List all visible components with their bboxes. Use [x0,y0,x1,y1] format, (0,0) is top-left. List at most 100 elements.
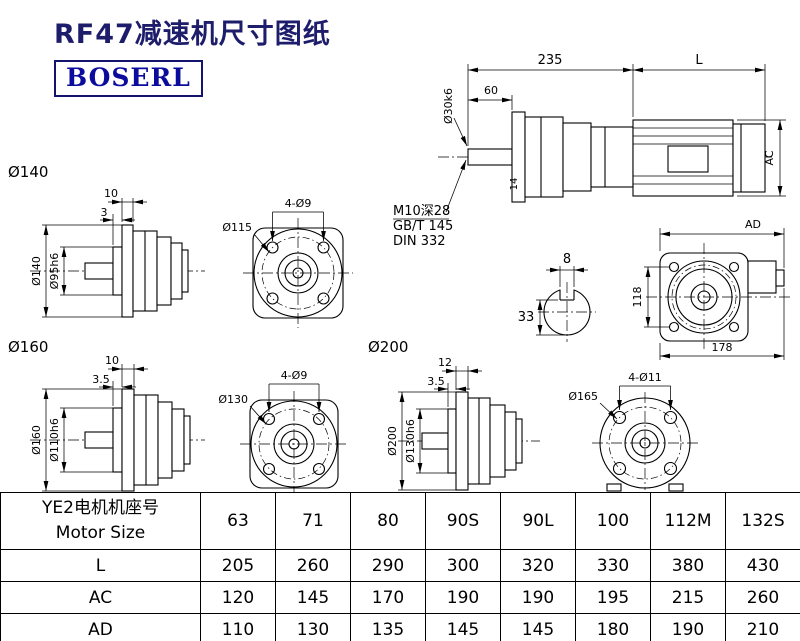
row-AD-value: 180 [575,613,651,641]
face165-bolt-circle-label: Ø165 [568,390,598,403]
row-AC-value: 190 [425,581,501,614]
flange140-label: Ø140 [8,163,48,181]
row-L-value: 300 [425,549,501,582]
flange140-dim-step-label: 3 [101,206,108,219]
flange-view-160: Ø160 10 3.5 Ø160 [8,338,205,492]
page-title: RF47减速机尺寸图纸 [54,19,331,50]
gearbox-body [524,116,564,198]
motor-size-112M: 112M [650,492,726,550]
flange200-flange [455,391,469,491]
face115-holes-label: 4-Ø9 [285,197,312,210]
motor-nameplate [667,145,709,173]
row-L-value: 430 [725,549,800,582]
row-L-value: 380 [650,549,726,582]
flange200-dim-thickness-label: 12 [438,356,452,369]
row-AD-value: 210 [725,613,800,641]
row-AC-value: 120 [200,581,276,614]
flange160-label: Ø160 [8,338,48,356]
fan-cover [732,123,766,193]
row-AC-value: 195 [575,581,651,614]
row-L-label: L [0,549,201,582]
row-L-value: 320 [500,549,576,582]
face165-holes-label: 4-Ø11 [628,371,662,384]
dim-235-label: 235 [538,53,563,68]
motor-size-90S: 90S [425,492,501,550]
flange160-flange [121,388,135,492]
flange160-dim-step-label: 3.5 [92,373,110,386]
motor-adapter [590,126,634,188]
row-L-value: 290 [350,549,426,582]
flange200-dim-step-label: 3.5 [427,375,445,388]
row-L-value: 260 [275,549,351,582]
main-side-view: 235 L 60 Ø30k6 AC 14 M10深28 GB/T 145 DIN… [393,53,786,249]
row-AC-value: 260 [725,581,800,614]
terminal-box [747,260,777,294]
dim-60-label: 60 [484,84,498,97]
face130-holes-label: 4-Ø9 [281,369,308,382]
row-AD-label: AD [0,613,201,641]
face-view-165: 4-Ø11 Ø165 [568,371,698,492]
motor-size-100: 100 [575,492,651,550]
thread-note-line3: DIN 332 [393,234,446,249]
motor-size-90L: 90L [500,492,576,550]
dim-14-label: 14 [509,178,520,191]
face130-bolt-circle-label: Ø130 [218,393,248,406]
row-AD-value: 130 [275,613,351,641]
shaft-section-detail: 8 33 [518,252,596,342]
motor-size-132S: 132S [725,492,800,550]
flange160-dim-spigot-label: Ø110h6 [48,418,61,462]
table-row-AC: AC 120 145 170 190 190 195 215 260 [0,581,800,614]
row-AC-value: 190 [500,581,576,614]
row-L-value: 330 [575,549,651,582]
dim-key-width-label: 8 [563,252,571,267]
motor-size-header-cell: YE2电机机座号 Motor Size [0,492,201,550]
flange200-shaft [421,432,449,450]
flange140-shaft [84,262,114,280]
flange140-dim-od-label: Ø140 [30,256,43,286]
thread-note-line1: M10深28 [393,204,450,219]
motor-size-80: 80 [350,492,426,550]
motor-size-header-en: Motor Size [55,523,146,543]
face115-bolt-circle-label: Ø115 [222,221,252,234]
row-AC-label: AC [0,581,201,614]
row-AC-value: 145 [275,581,351,614]
thread-note-line2: GB/T 145 [393,219,453,234]
flange200-dim-spigot-label: Ø130h6 [404,419,417,463]
dim-key-height-label: 33 [518,310,535,325]
motor-size-63: 63 [200,492,276,550]
flange160-dim-thickness-label: 10 [105,354,119,367]
motor-size-table: YE2电机机座号 Motor Size 63 71 80 90S 90L 100… [0,492,800,641]
row-L-value: 205 [200,549,276,582]
row-AD-value: 145 [425,613,501,641]
flange-view-140: Ø140 10 3 Ø140 [8,163,205,318]
flange160-dim-od-label: Ø160 [30,425,43,455]
flange200-dim-od-label: Ø200 [386,426,399,456]
face-view-130: 4-Ø9 Ø130 [218,369,348,492]
dim-AC-label: AC [763,150,776,165]
boserl-logo: BOSERL [54,60,203,97]
motor-size-71: 71 [275,492,351,550]
dim-118-label: 118 [631,287,644,308]
flange140-flange [121,224,134,318]
dim-178-label: 178 [712,341,733,354]
row-AD-value: 145 [500,613,576,641]
face-view-115: 4-Ø9 Ø115 [222,197,353,328]
flange200-label: Ø200 [368,338,408,356]
row-AD-value: 110 [200,613,276,641]
input-shaft [467,148,513,166]
table-header-row: YE2电机机座号 Motor Size 63 71 80 90S 90L 100… [0,492,800,550]
technical-drawing: 235 L 60 Ø30k6 AC 14 M10深28 GB/T 145 DIN… [8,53,792,492]
dim-AD-label: AD [745,218,761,231]
row-AD-value: 190 [650,613,726,641]
boserl-logo-text: BOSERL [66,63,191,92]
flange160-shaft [84,431,114,449]
dim-shaft-diameter-label: Ø30k6 [442,88,455,124]
flange140-dim-thickness-label: 10 [104,187,118,200]
row-AC-value: 215 [650,581,726,614]
flange140-dim-spigot-label: Ø95h6 [48,253,61,290]
row-AD-value: 135 [350,613,426,641]
table-row-AD: AD 110 130 135 145 145 180 190 210 [0,613,800,641]
rear-view: AD 118 178 [631,218,792,360]
table-row-L: L 205 260 290 300 320 330 380 430 [0,549,800,582]
